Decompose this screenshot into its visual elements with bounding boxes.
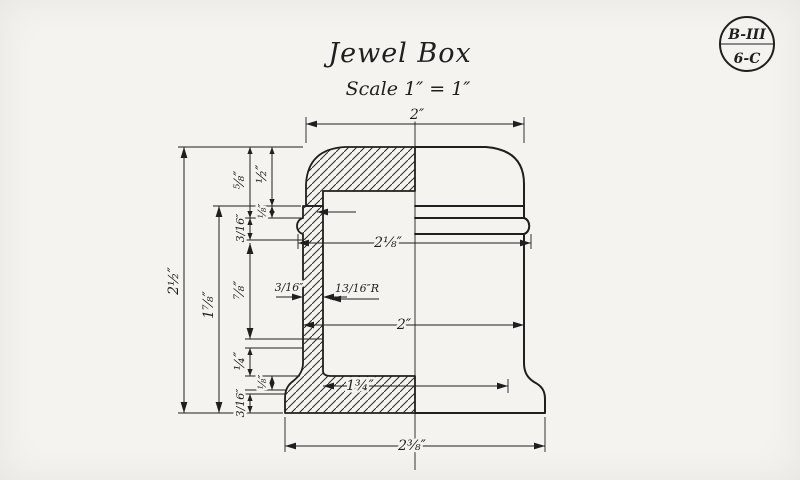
ext-overall-height	[178, 146, 303, 414]
dim-lid-height-label: ⅝″	[232, 170, 248, 190]
drawing-title: Jewel Box	[323, 38, 471, 69]
dimension-labels: 2″ 2½″ 1⅞″ ⅝″ ½″ 3/16″ ⅛″ 2⅛″ ⅞″ 3/16″ 1…	[164, 105, 430, 457]
dim-bead-height-label: ⅛″	[256, 203, 269, 219]
dim-base-height-label: 3/16″	[234, 388, 247, 418]
dim-corner-radius-label: 13/16″R	[335, 282, 379, 295]
dim-base-inner-label: 1¾″	[346, 378, 374, 394]
dim-overall-height-label: 2½″	[166, 266, 182, 295]
base-elevation-outline	[414, 362, 546, 414]
dim-wall-height-label: ⅞″	[232, 280, 248, 300]
lid-section	[305, 146, 416, 207]
dim-lid-depth-label: ½″	[254, 164, 270, 184]
title-block: Jewel Box Scale 1″ = 1″	[321, 36, 473, 103]
dim-foot-height-label: ¼″	[232, 351, 248, 371]
body-base-section	[284, 205, 416, 414]
bead-ring-outline	[414, 217, 531, 235]
stamp-circle-icon	[719, 16, 775, 72]
dim-lip-depth-label: 3/16″	[234, 213, 247, 243]
plate-stamp: B-III 6-C	[719, 16, 775, 72]
stamp-code-bottom: 6-C	[734, 51, 761, 67]
dim-wall-thickness-label: 3/16″	[275, 281, 305, 294]
dim-base-width-label: 2⅜″	[397, 438, 426, 454]
drawing-scale-note: Scale 1″ = 1″	[346, 78, 471, 100]
dim-foot-step-label: ⅛″	[256, 374, 269, 390]
dim-top-width-label: 2″	[409, 107, 425, 123]
ext-bead-diameter	[297, 234, 532, 249]
lid-elevation-outline	[414, 146, 525, 207]
section-left-half	[284, 146, 416, 414]
dim-body-diameter-label: 2″	[396, 317, 412, 333]
dimension-lines	[180, 120, 545, 450]
dim-upper-height-label: 1⅞″	[201, 290, 217, 318]
stamp-code-top: B-III	[727, 27, 766, 43]
elevation-right-half	[414, 146, 546, 414]
dim-bead-diameter-label: 2⅛″	[373, 235, 402, 251]
